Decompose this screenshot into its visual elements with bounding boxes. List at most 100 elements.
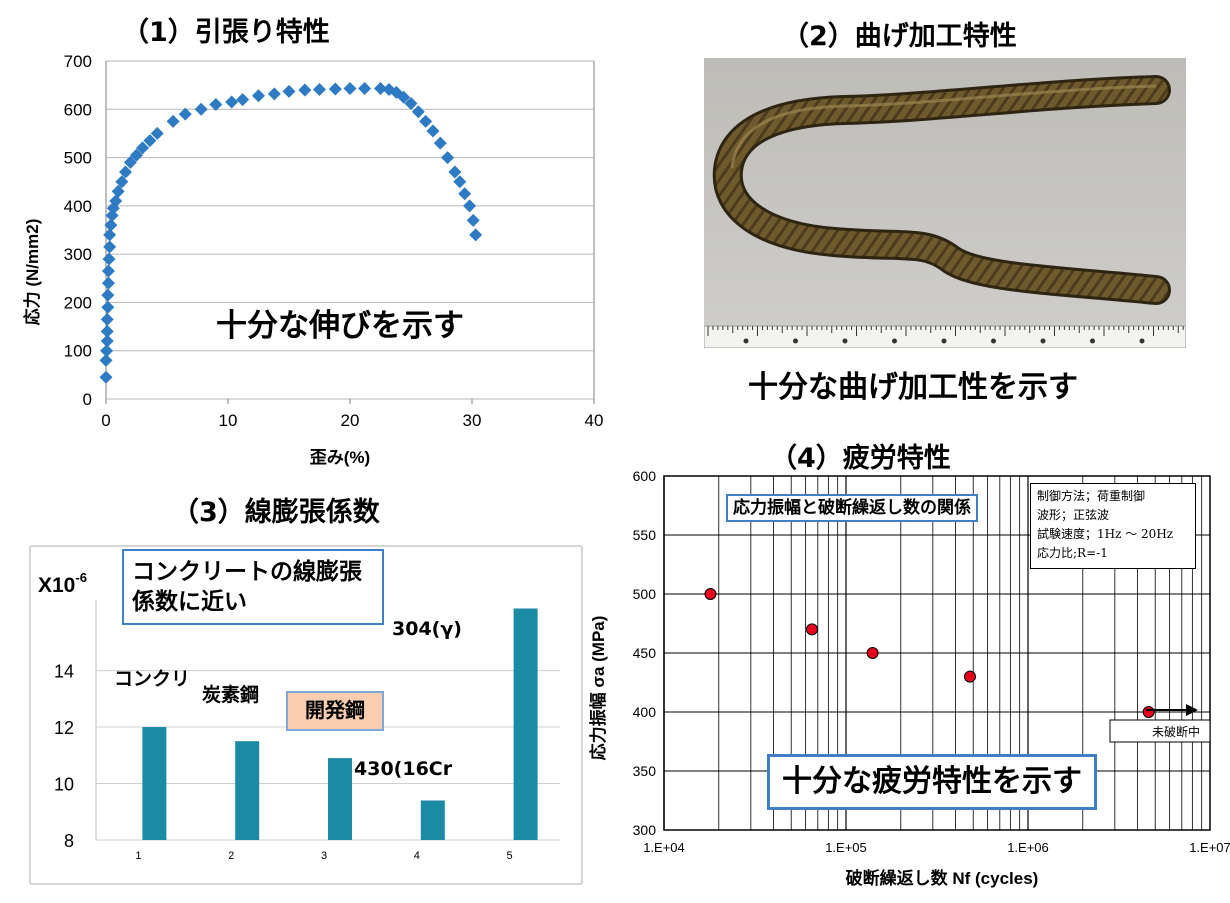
tensile-data-point	[100, 344, 114, 358]
bending-caption: 十分な曲げ加工性を示す	[748, 370, 1078, 405]
tensile-title: （1）引張り特性	[122, 17, 330, 48]
tensile-data-point	[166, 114, 180, 128]
tensile-data-point	[236, 93, 250, 107]
tensile-data-point	[150, 126, 164, 140]
tensile-data-point	[136, 141, 150, 155]
tensile-data-point	[103, 228, 117, 242]
ruler-dot	[1040, 338, 1046, 344]
tensile-data-point	[100, 334, 114, 348]
tensile-data-point	[358, 82, 372, 96]
runout-label: 未破断中	[1152, 724, 1200, 739]
fatigue-y-tick: 400	[633, 704, 657, 720]
tensile-data-point	[404, 96, 418, 110]
tensile-y-tick: 200	[64, 293, 92, 312]
tensile-data-point	[282, 84, 296, 98]
tensile-data-point	[178, 107, 192, 121]
callout-line-2: 係数に近い	[132, 589, 247, 615]
fatigue-y-tick: 450	[633, 645, 657, 661]
tensile-y-tick: 600	[64, 100, 92, 119]
fatigue-data-point	[963, 670, 976, 683]
thermal-bar	[142, 727, 167, 840]
thermal-y-tick: 8	[64, 831, 74, 851]
tensile-data-point	[104, 218, 118, 232]
ruler-dot	[1090, 338, 1095, 344]
fatigue-y-tick: 300	[633, 822, 657, 838]
thermal-bar	[235, 741, 260, 840]
tensile-data-point	[109, 194, 123, 208]
tensile-data-point	[100, 324, 114, 338]
runout-arrowhead	[1186, 704, 1198, 716]
fatigue-y-tick: 500	[633, 586, 657, 602]
fatigue-x-label: 破断繰返し数 Nf (cycles)	[846, 868, 1039, 888]
tensile-x-tick: 0	[101, 411, 110, 430]
thermal-category-label: 3	[321, 850, 327, 862]
condition-control: 制御方法；荷重制御	[1037, 489, 1146, 503]
tensile-data-point	[453, 175, 467, 189]
tensile-data-point	[103, 240, 117, 254]
tensile-data-point	[313, 82, 326, 96]
tensile-x-label: 歪み(%)	[310, 448, 370, 467]
fatigue-title: （4）疲労特性	[770, 443, 951, 474]
bar-label-concrete: コンクリ	[114, 668, 191, 690]
tensile-data-point	[466, 213, 480, 227]
tensile-data-point	[101, 276, 115, 290]
tensile-x-tick: 40	[585, 411, 604, 430]
tensile-data-point	[111, 184, 125, 198]
tensile-data-point	[101, 300, 115, 314]
tensile-data-point	[194, 102, 208, 116]
bar-label-developed-steel: 開発鋼	[286, 691, 384, 731]
fatigue-data-point	[704, 588, 717, 600]
tensile-data-point	[411, 105, 425, 119]
condition-stress-ratio: 応力比;R=-1	[1037, 546, 1108, 560]
tensile-y-tick: 0	[83, 390, 92, 409]
tensile-data-point	[419, 114, 433, 128]
bending-title: （2）曲げ加工特性	[782, 21, 1017, 52]
fatigue-y-label: 応力振幅 σa (MPa)	[588, 616, 608, 761]
fatigue-x-tick: 1.E+04	[643, 840, 685, 855]
tensile-data-point	[463, 199, 477, 213]
tensile-y-tick: 300	[64, 245, 92, 264]
scale-label: X10-6	[38, 570, 87, 597]
tensile-data-point	[143, 134, 157, 148]
thermal-y-tick: 14	[54, 662, 74, 682]
thermal-category-label: 5	[507, 850, 513, 862]
fatigue-y-tick: 600	[633, 468, 657, 484]
tensile-data-point	[115, 175, 129, 189]
thermal-y-tick: 10	[54, 775, 74, 795]
tensile-data-point	[433, 136, 447, 150]
fatigue-inner-title: 応力振幅と破断繰返し数の関係	[726, 494, 978, 522]
tensile-data-point	[328, 82, 342, 96]
bent-rebar-photo	[704, 58, 1186, 348]
thermal-bar	[328, 758, 352, 840]
ruler-dot	[892, 338, 897, 344]
fatigue-x-tick: 1.E+05	[825, 840, 867, 855]
tensile-data-point	[101, 264, 115, 278]
bar-label-carbon-steel: 炭素鋼	[202, 684, 260, 706]
tensile-y-tick: 500	[64, 149, 92, 168]
tensile-x-tick: 10	[219, 411, 238, 430]
tensile-data-point	[469, 228, 483, 242]
fatigue-annotation: 十分な疲労特性を示す	[767, 754, 1097, 810]
thermal-bar	[420, 800, 445, 840]
condition-waveform: 波形；正弦波	[1037, 508, 1110, 522]
bar-label-430: 430(16Cr	[354, 758, 453, 780]
fatigue-data-point	[866, 647, 879, 659]
tensile-data-point	[225, 95, 239, 109]
fatigue-x-tick: 1.E+07	[1189, 840, 1230, 855]
tensile-data-point	[99, 353, 113, 367]
runout-label-box	[1109, 719, 1211, 743]
tensile-data-point	[298, 83, 312, 97]
tensile-y-tick: 100	[64, 342, 92, 361]
tensile-x-tick: 30	[463, 411, 482, 430]
scale-exponent: -6	[75, 570, 87, 585]
tensile-data-point	[100, 312, 114, 326]
ruler-dot	[743, 338, 749, 344]
thermal-category-label: 1	[135, 850, 141, 862]
tensile-y-tick: 400	[64, 197, 92, 216]
scale-base: X10	[38, 574, 75, 597]
tensile-data-point	[426, 124, 440, 138]
fatigue-y-tick: 350	[633, 763, 657, 779]
thermal-category-label: 2	[228, 850, 234, 862]
thermal-title: （3）線膨張係数	[172, 497, 380, 528]
